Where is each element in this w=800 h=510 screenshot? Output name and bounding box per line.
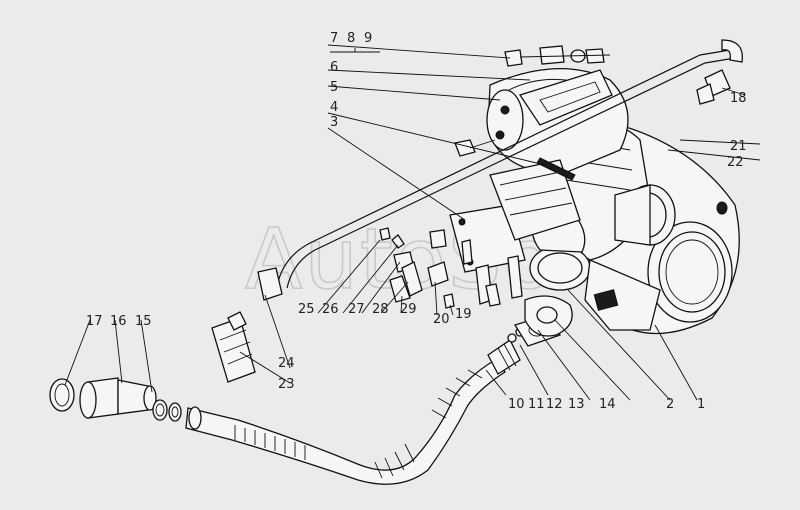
callout-9: 9 bbox=[364, 31, 372, 46]
callout-24: 24 bbox=[278, 356, 295, 371]
callout-18: 18 bbox=[730, 91, 747, 106]
callout-19: 19 bbox=[455, 307, 472, 322]
leader-lines bbox=[64, 44, 761, 401]
callout-12: 12 bbox=[546, 397, 563, 412]
bolt-set-7-8-9 bbox=[504, 45, 611, 67]
callout-6: 6 bbox=[330, 60, 338, 75]
callout-15: 15 bbox=[135, 314, 152, 329]
callout-8: 8 bbox=[347, 31, 355, 46]
callout-1: 1 bbox=[697, 397, 705, 412]
callout-5: 5 bbox=[330, 80, 338, 95]
callout-16: 16 bbox=[110, 314, 127, 329]
callout-2: 2 bbox=[666, 397, 674, 412]
callout-26: 26 bbox=[322, 302, 339, 317]
callout-3: 3 bbox=[330, 115, 338, 130]
callout-10: 10 bbox=[508, 397, 525, 412]
callout-20: 20 bbox=[433, 312, 450, 327]
callout-29: 29 bbox=[400, 302, 417, 317]
callout-labels: 1 2 3 4 5 6 7 8 9 10 11 12 13 14 15 16 1… bbox=[86, 31, 747, 412]
oil-feed-line bbox=[211, 39, 743, 383]
callout-11: 11 bbox=[528, 397, 545, 412]
callout-23: 23 bbox=[278, 377, 295, 392]
callout-7: 7 bbox=[330, 31, 338, 46]
callout-21: 21 bbox=[730, 139, 747, 154]
callout-28: 28 bbox=[372, 302, 389, 317]
turbocharger-assembly bbox=[449, 68, 740, 335]
callout-4: 4 bbox=[330, 100, 338, 115]
callout-14: 14 bbox=[599, 397, 616, 412]
callout-25: 25 bbox=[298, 302, 315, 317]
callout-22: 22 bbox=[727, 155, 744, 170]
drain-fitting-set bbox=[49, 377, 182, 422]
callout-27: 27 bbox=[348, 302, 365, 317]
callout-13: 13 bbox=[568, 397, 585, 412]
small-fittings bbox=[379, 227, 523, 309]
callout-17: 17 bbox=[86, 314, 103, 329]
